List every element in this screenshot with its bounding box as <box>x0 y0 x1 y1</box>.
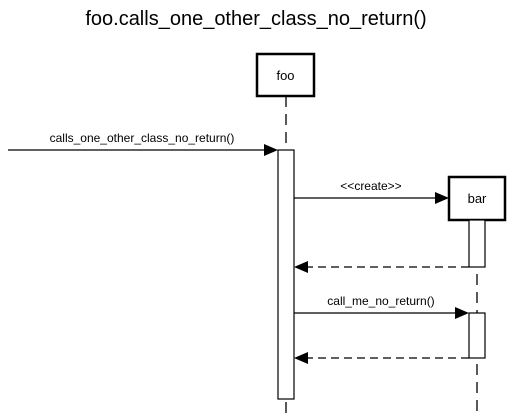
incoming-call-arrowhead <box>264 144 278 156</box>
create-label: <<create>> <box>340 179 401 193</box>
diagram-title: foo.calls_one_other_class_no_return() <box>85 8 426 30</box>
call-me-label: call_me_no_return() <box>327 294 434 308</box>
message-create-return <box>294 261 469 273</box>
participant-foo-label: foo <box>276 68 294 83</box>
participant-foo-box <box>255 52 316 98</box>
message-incoming-call: calls_one_other_class_no_return() <box>8 131 278 156</box>
call-me-arrowhead <box>455 307 469 319</box>
incoming-call-label: calls_one_other_class_no_return() <box>50 131 235 145</box>
message-call-me-return <box>294 352 469 364</box>
create-arrowhead <box>435 192 449 204</box>
call-me-return-arrowhead <box>294 352 308 364</box>
participant-bar: bar <box>447 175 507 222</box>
message-call-me: call_me_no_return() <box>294 294 469 319</box>
create-return-arrowhead <box>294 261 308 273</box>
participant-bar-label: bar <box>468 191 487 206</box>
foo-activation-bar <box>277 149 295 400</box>
bar-activation-bar-2 <box>468 312 486 359</box>
message-create: <<create>> <box>294 179 449 204</box>
bar-activation-bar-1 <box>468 219 486 268</box>
participant-foo: foo <box>255 52 316 98</box>
